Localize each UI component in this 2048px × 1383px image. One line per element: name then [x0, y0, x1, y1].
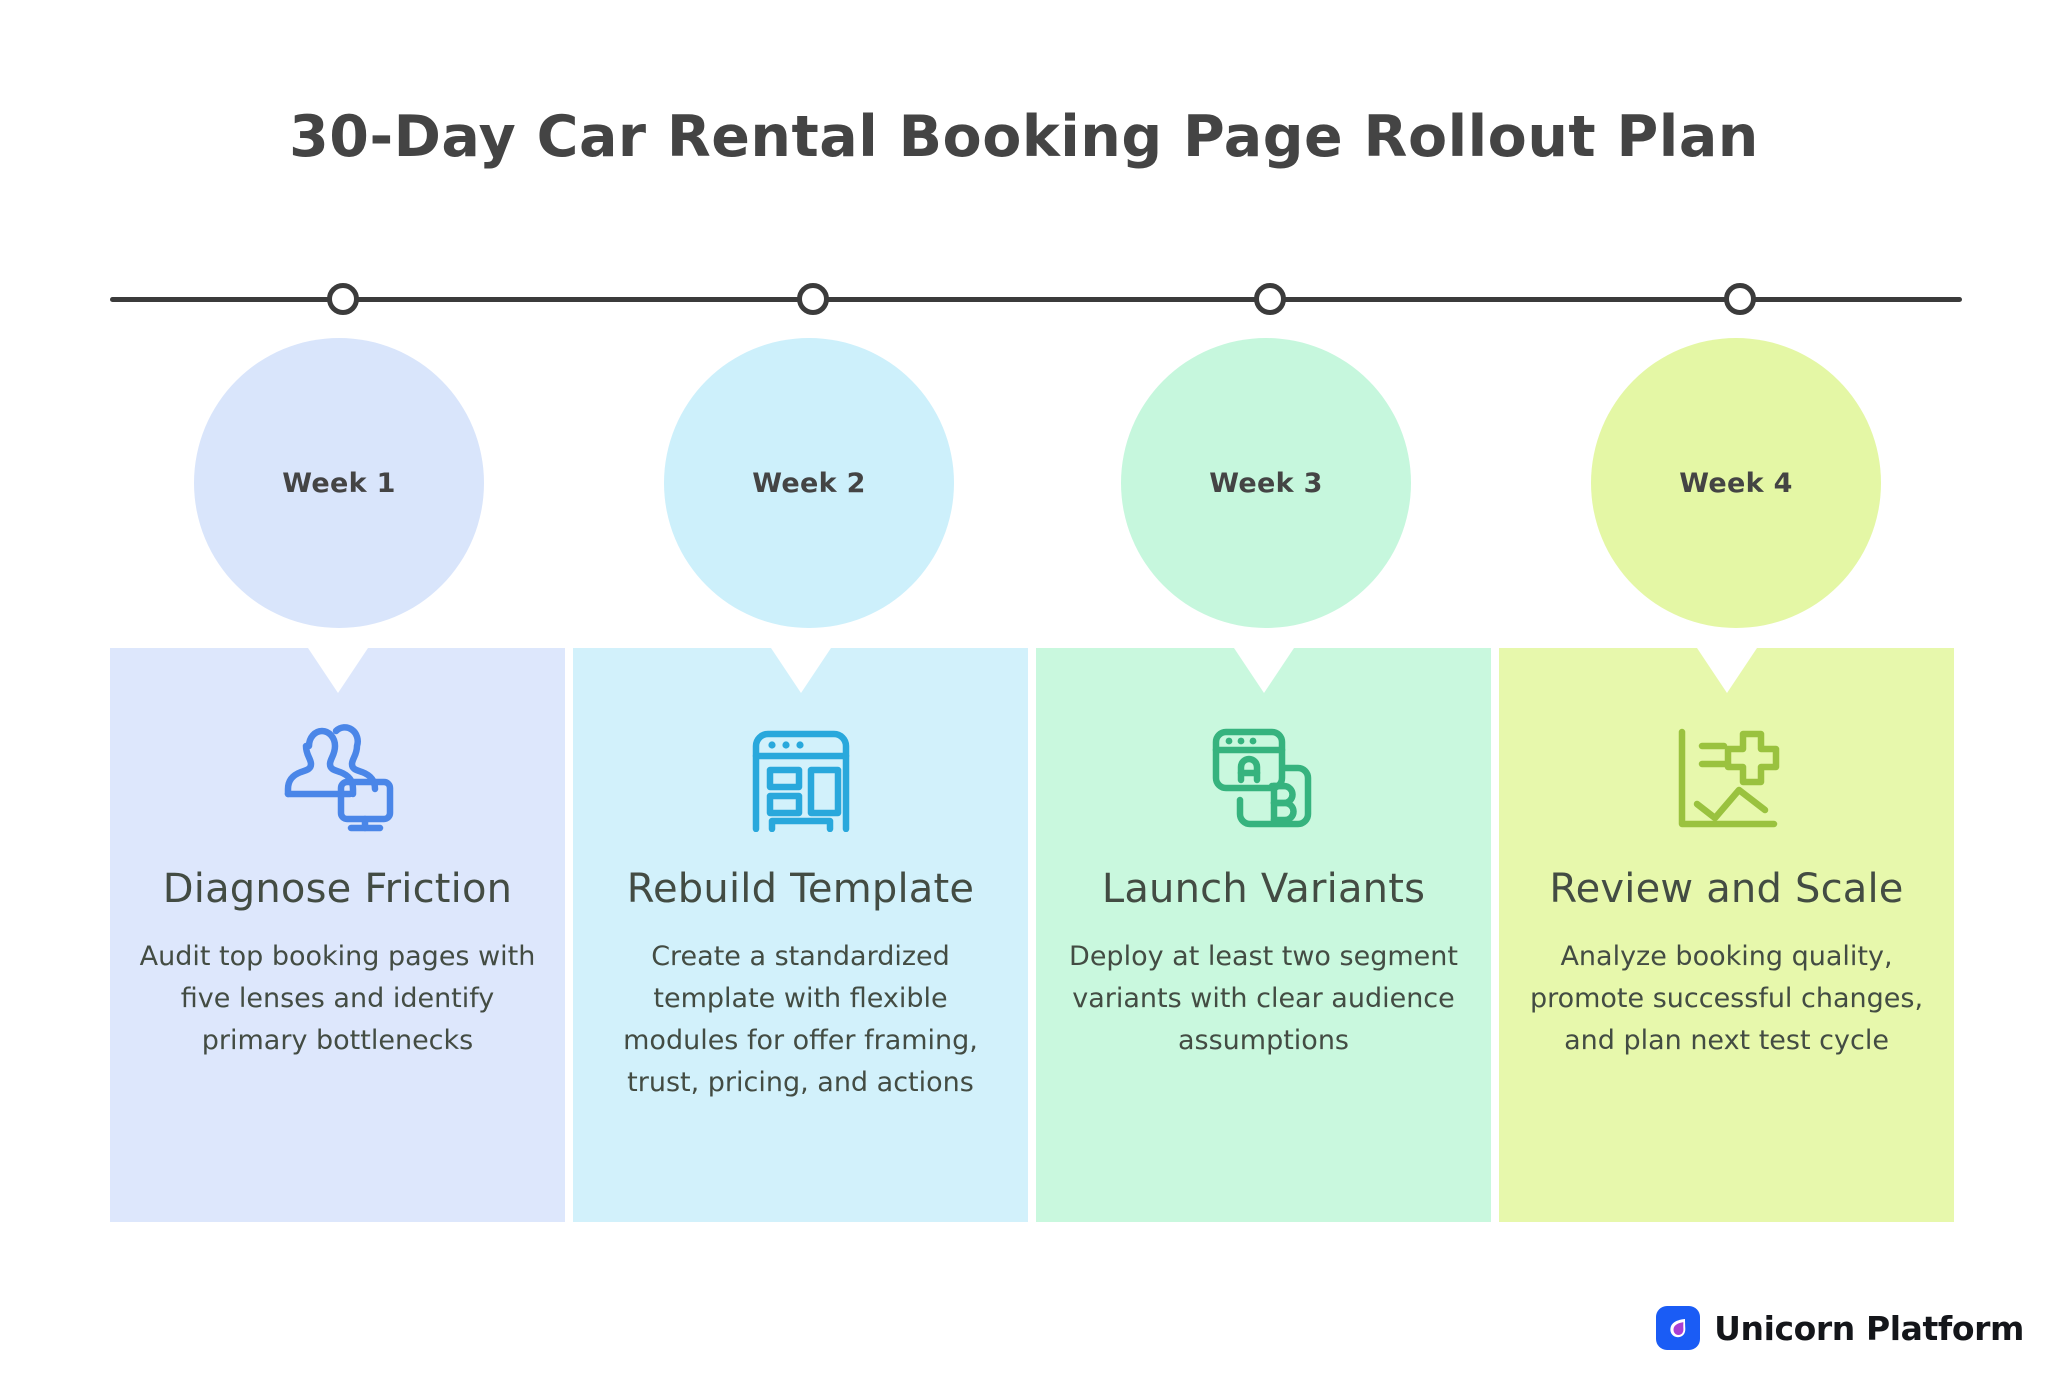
- card-heading-1: Diagnose Friction: [162, 866, 513, 912]
- brand-footer[interactable]: Unicorn Platform: [1656, 1306, 2024, 1350]
- card-body-2: Create a standardized template with flex…: [623, 941, 978, 1098]
- brand-name: Unicorn Platform: [1714, 1308, 2024, 1348]
- week-circle-label-1: Week 1: [282, 467, 396, 499]
- template-layout-icon: [573, 718, 1028, 838]
- card-notch-4: [1696, 648, 1757, 693]
- card-heading-4: Review and Scale: [1549, 866, 1904, 912]
- card-body-1: Audit top booking pages with five lenses…: [139, 941, 536, 1056]
- card-notch-3: [1233, 648, 1294, 693]
- timeline-node-week-2[interactable]: [797, 283, 829, 315]
- week-circle-label-4: Week 4: [1679, 467, 1793, 499]
- users-monitor-icon: [110, 718, 565, 838]
- week-circle-1[interactable]: Week 1: [194, 338, 484, 628]
- timeline-line: [110, 297, 1962, 302]
- card-notch-2: [770, 648, 831, 693]
- week-card-1[interactable]: Diagnose Friction Audit top booking page…: [110, 648, 565, 1222]
- card-body-3: Deploy at least two segment variants wit…: [1069, 941, 1458, 1056]
- week-card-4[interactable]: Review and Scale Analyze booking quality…: [1499, 648, 1954, 1222]
- timeline-node-week-1[interactable]: [327, 283, 359, 315]
- week-circle-label-2: Week 2: [752, 467, 866, 499]
- week-circle-label-3: Week 3: [1209, 467, 1323, 499]
- page-title: 30-Day Car Rental Booking Page Rollout P…: [289, 104, 1759, 170]
- card-body-4: Analyze booking quality, promote success…: [1529, 941, 1924, 1056]
- unicorn-droplet-icon: [1656, 1306, 1701, 1350]
- week-circle-4[interactable]: Week 4: [1591, 338, 1881, 628]
- timeline-node-week-4[interactable]: [1724, 283, 1756, 315]
- timeline: [110, 283, 1962, 315]
- week-card-3[interactable]: Launch Variants Deploy at least two segm…: [1036, 648, 1491, 1222]
- card-heading-3: Launch Variants: [1101, 866, 1426, 912]
- timeline-node-week-3[interactable]: [1254, 283, 1286, 315]
- week-card-2[interactable]: Rebuild Template Create a standardized t…: [573, 648, 1028, 1222]
- analytics-plus-icon: [1499, 718, 1954, 838]
- card-notch-1: [307, 648, 368, 693]
- card-heading-2: Rebuild Template: [626, 866, 975, 912]
- ab-test-icon: [1036, 718, 1491, 838]
- week-circle-3[interactable]: Week 3: [1121, 338, 1411, 628]
- week-circle-2[interactable]: Week 2: [664, 338, 954, 628]
